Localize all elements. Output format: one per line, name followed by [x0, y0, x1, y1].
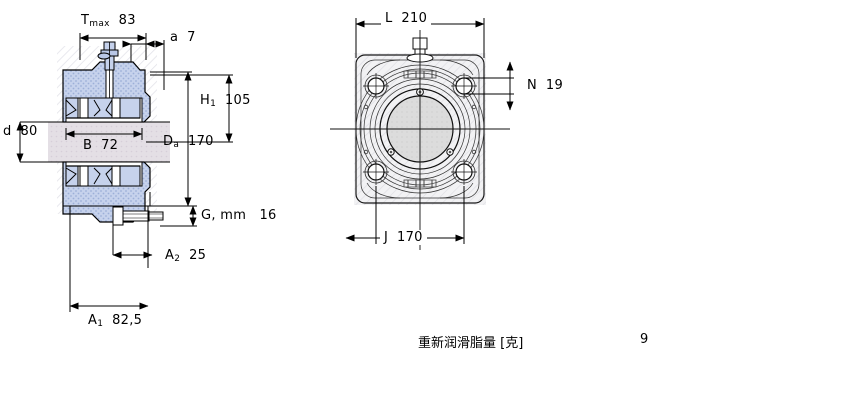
relief-hole-left-top: [363, 104, 369, 110]
dim-label-h1: H1 105: [200, 93, 251, 109]
dim-symbol-g: G, mm: [201, 208, 247, 223]
section-view-group: [16, 33, 233, 312]
dim-sub-da: a: [173, 140, 180, 150]
dim-label-l: L 210: [381, 11, 432, 26]
dim-sub-h1: 1: [210, 99, 217, 109]
bolt-hole-top-left: [363, 73, 389, 99]
dim-label-a1: A1 82,5: [88, 313, 143, 329]
bearing-upper: [65, 97, 141, 119]
dim-label-j: J 170: [380, 230, 427, 245]
dim-label-tmax: Tmax 83: [81, 13, 136, 29]
relubrication-label: 重新润滑脂量 [克]: [418, 336, 524, 351]
dim-value-a2: 25: [189, 248, 207, 263]
dim-symbol-j: J: [384, 230, 389, 245]
bore-set-screws: [387, 88, 454, 156]
dim-value-da: 170: [188, 134, 214, 149]
dim-label-b: B 72: [83, 138, 118, 153]
dim-label-a2: A2 25: [165, 248, 207, 264]
dim-value-a: 7: [187, 30, 196, 45]
relief-hole-left-bottom: [363, 149, 369, 155]
dim-value-d: 80: [20, 124, 38, 139]
dim-value-tmax: 83: [118, 13, 136, 28]
housing-lower-profile: [62, 192, 151, 214]
grease-fitting-bolt: [112, 206, 164, 226]
dim-symbol-a1: A: [88, 313, 98, 328]
dim-value-n: 19: [545, 78, 564, 93]
dim-sub-a1: 1: [97, 319, 104, 329]
front-dimension-lines: [345, 18, 514, 244]
bearing-lower: [65, 165, 141, 187]
dim-symbol-d: d: [3, 124, 12, 139]
dim-symbol-tmax: T: [81, 13, 90, 28]
dim-sub-tmax: max: [89, 19, 110, 29]
relief-hole-right-top: [471, 104, 477, 110]
dim-value-g: 16: [259, 208, 277, 223]
dim-label-d: d 80: [3, 124, 38, 139]
dim-symbol-h1: H: [200, 93, 211, 108]
dim-value-j: 170: [397, 230, 423, 245]
dim-symbol-b: B: [83, 138, 93, 153]
bolt-hole-bottom-right: [451, 159, 477, 185]
relief-hole-right-bottom: [471, 149, 477, 155]
dim-symbol-a2: A: [165, 248, 175, 263]
dim-label-n: N 19: [527, 78, 563, 93]
dim-value-b: 72: [101, 138, 119, 153]
relubrication-value: 9: [640, 332, 649, 347]
dim-value-l: 210: [401, 11, 428, 26]
front-view-group: [330, 18, 514, 250]
dim-symbol-a: a: [170, 30, 179, 45]
dim-symbol-l: L: [385, 11, 393, 26]
dim-label-a: a 7: [170, 30, 196, 45]
dim-sub-a2: 2: [174, 254, 181, 264]
dim-symbol-da: D: [163, 134, 174, 149]
section-dimension-lines: [16, 33, 233, 312]
dim-label-g: G, mm 16: [201, 208, 277, 223]
dim-symbol-n: N: [527, 78, 538, 93]
set-screw-upper: [97, 41, 119, 99]
dim-value-a1: 82,5: [112, 313, 143, 328]
relubrication-row: 重新润滑脂量 [克] 9: [0, 332, 850, 354]
dim-value-h1: 105: [224, 93, 251, 108]
bolt-hole-bottom-left: [363, 159, 389, 185]
dim-label-da: Da 170: [163, 134, 214, 150]
